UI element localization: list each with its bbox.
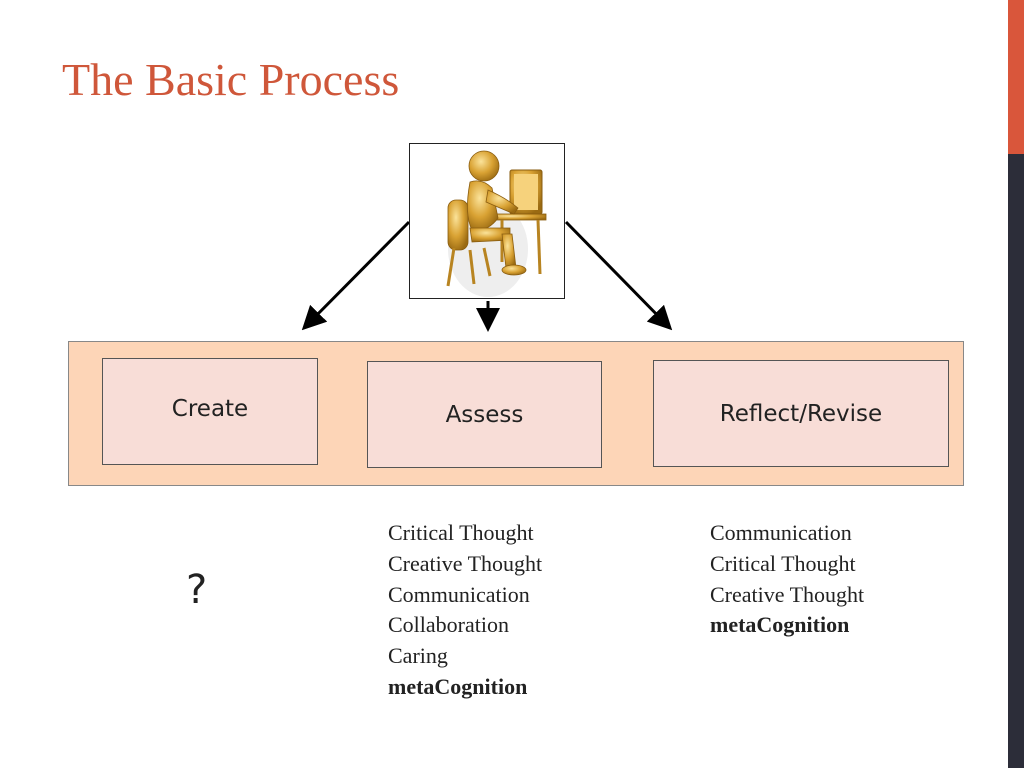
figure-image-frame bbox=[409, 143, 565, 299]
slide-title: The Basic Process bbox=[62, 54, 400, 105]
accent-bar-top bbox=[1008, 0, 1024, 154]
step-create-label: Create bbox=[171, 395, 249, 422]
accent-bar-bottom bbox=[1008, 154, 1024, 768]
list-item: Communication bbox=[388, 581, 530, 607]
list-item: Communication bbox=[710, 520, 852, 545]
list-item: Creative Thought bbox=[710, 581, 865, 607]
list-item: metaCognition bbox=[388, 673, 528, 699]
gold-figure-at-computer-icon bbox=[446, 150, 547, 297]
list-item: Critical Thought bbox=[710, 550, 856, 576]
list-item: Creative Thought bbox=[388, 550, 543, 576]
assess-skill-list: Critical Thought Creative Thought Commun… bbox=[388, 518, 542, 703]
create-question-mark: ? bbox=[186, 567, 208, 613]
list-item: Caring bbox=[388, 643, 448, 669]
step-reflect-revise: Reflect/Revise bbox=[653, 360, 949, 467]
arrow-to-reflect bbox=[564, 220, 673, 331]
step-assess: Assess bbox=[367, 361, 602, 468]
list-item: Collaboration bbox=[388, 612, 509, 638]
arrow-to-create bbox=[301, 220, 411, 331]
list-item: Critical Thought bbox=[388, 520, 534, 545]
list-item: metaCognition bbox=[710, 612, 850, 638]
reflect-skill-list: Communication Critical Thought Creative … bbox=[710, 518, 864, 641]
step-create: Create bbox=[102, 358, 318, 465]
step-assess-label: Assess bbox=[445, 401, 524, 428]
step-reflect-revise-label: Reflect/Revise bbox=[719, 400, 883, 427]
